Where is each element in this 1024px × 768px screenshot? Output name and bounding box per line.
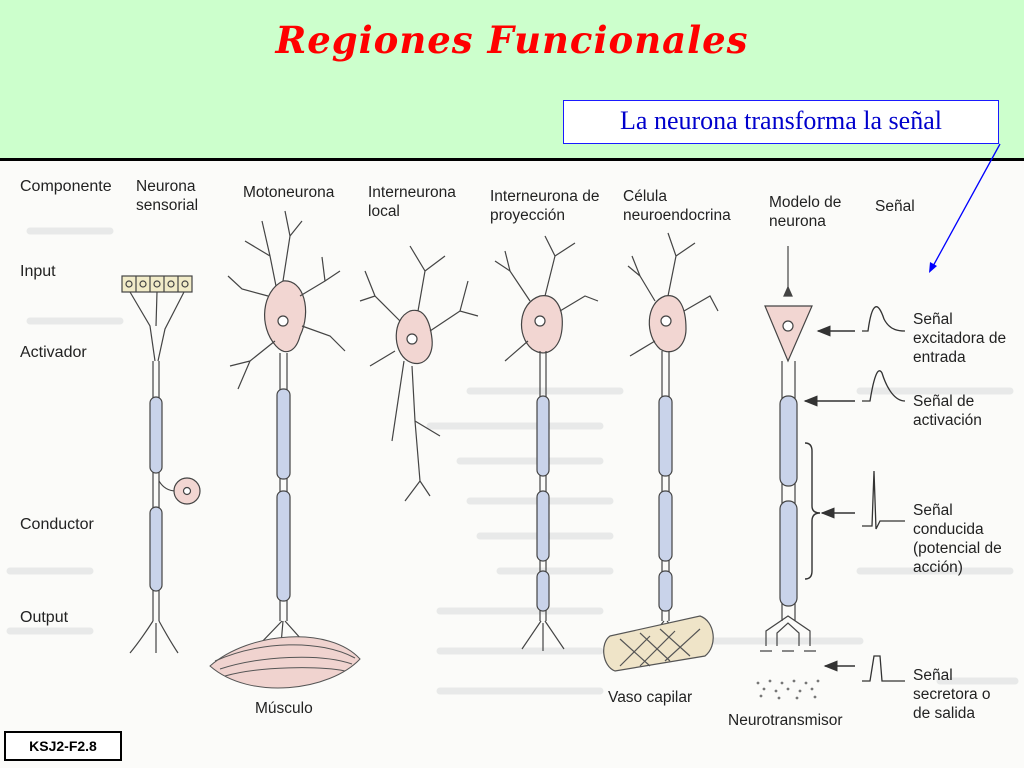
column-label-motoneurona: Motoneurona xyxy=(243,184,335,201)
header-divider xyxy=(0,158,1024,161)
column-label-neurona-sensorial: Neurona sensorial xyxy=(136,178,199,214)
signal-traces xyxy=(862,306,906,682)
column-header-componente: Componente xyxy=(20,178,112,195)
signal-label-output: Señal secretora o de salida xyxy=(913,667,991,722)
capillary xyxy=(603,615,714,672)
label-musculo: Músculo xyxy=(255,700,313,717)
neurotransmitter-dots xyxy=(756,679,820,700)
label-vaso-capilar: Vaso capilar xyxy=(608,689,693,706)
sensory-neuron xyxy=(121,275,201,654)
neuroendocrine-cell xyxy=(627,232,719,642)
subtitle-box: La neurona transforma la señal xyxy=(563,100,999,144)
signal-arrows xyxy=(803,325,855,672)
column-label-senal: Señal xyxy=(875,198,915,215)
signal-label-input: Señal excitadora de entrada xyxy=(913,311,1007,366)
column-label-modelo-neurona: Modelo de neurona xyxy=(769,194,842,230)
local-interneuron xyxy=(359,245,479,502)
neuron-model xyxy=(760,246,816,652)
signal-label-conducted: Señal conducida (potencial de acción) xyxy=(913,502,1002,576)
row-label-conductor: Conductor xyxy=(20,516,94,533)
signal-label-activation: Señal de activación xyxy=(913,393,982,429)
row-label-input: Input xyxy=(20,263,56,280)
figure-code-label: KSJ2-F2.8 xyxy=(4,731,122,761)
column-label-celula-neuroendocrina: Célula neuroendocrina xyxy=(623,188,731,224)
motoneuron xyxy=(227,210,346,657)
label-neurotransmisor: Neurotransmisor xyxy=(728,712,843,729)
column-label-interneurona-proyeccion: Interneurona de proyección xyxy=(490,188,600,224)
row-label-activador: Activador xyxy=(20,344,87,361)
neuron-drawings xyxy=(121,210,906,700)
muscle xyxy=(209,636,361,689)
neuron-figure: Componente Neurona sensorial Motoneurona… xyxy=(0,161,1024,768)
slide-title: Regiones Funcionales xyxy=(275,18,749,62)
projection-interneuron xyxy=(494,235,599,651)
row-label-output: Output xyxy=(20,609,69,626)
column-label-interneurona-local: Interneurona local xyxy=(368,184,456,220)
faded-background-text xyxy=(6,227,1019,695)
